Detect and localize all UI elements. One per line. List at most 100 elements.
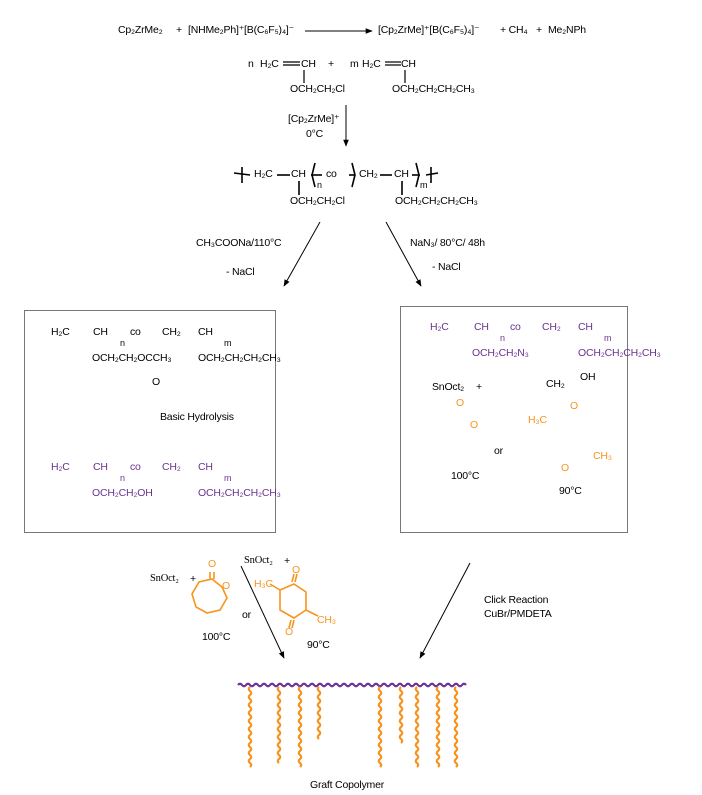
copolymer-m: m (420, 180, 428, 190)
hydroxyl-butyl-substituent: OCH₂CH₂CH₂CH₃ (198, 487, 281, 499)
graft-side-chain (453, 686, 459, 768)
monomer1-substituent: OCH₂CH₂Cl (290, 83, 345, 95)
monomer1-h2c: H₂C (260, 58, 279, 70)
azide-poly-co: co (510, 321, 521, 333)
plus-sign: + (190, 573, 196, 585)
azide-poly-ch-b: CH (578, 321, 593, 333)
click-route-box (400, 306, 628, 533)
copolymer-co: co (326, 168, 337, 180)
azide-conditions: NaN₃/ 80°C/ 48h (410, 237, 485, 249)
graft-side-chain (414, 686, 420, 768)
tin-octoate-label: SnOct₂ (432, 381, 465, 393)
graft-side-chain (316, 686, 322, 740)
or-label: or (494, 445, 503, 457)
azide-poly-m: m (604, 333, 612, 343)
plus-sign: + (476, 381, 482, 393)
monomer2-h2c: H₂C (362, 58, 381, 70)
copolymer-backbone (233, 162, 439, 195)
copolymer-substituent2: OCH₂CH₂CH₂CH₃ (395, 195, 478, 207)
click-catalyst-label: CuBr/PMDETA (484, 608, 552, 620)
acetate-poly-ch-b: CH (198, 326, 213, 338)
copolymer-ch-b: CH (394, 168, 409, 180)
plus-sign: + (176, 24, 182, 36)
plus-sign: + (284, 555, 290, 567)
monomer2-substituent: OCH₂CH₂CH₂CH₃ (392, 83, 475, 95)
acetate-poly-h2c: H₂C (51, 326, 70, 338)
hydroxyl-substituent: OCH₂CH₂OH (92, 487, 153, 499)
monomer2-ch: CH (401, 58, 416, 70)
graft-copolymer-label: Graft Copolymer (310, 779, 385, 791)
acetate-conditions: CH₃COONa/110°C (196, 237, 282, 249)
tin-octoate-label-2: SnOct₂ (244, 555, 273, 566)
methane-product: + CH₄ (500, 24, 528, 36)
propargyl-ch2: CH₂ (546, 378, 565, 390)
monomer-double-bonds (283, 61, 406, 83)
azide-poly-h2c: H₂C (430, 321, 449, 333)
lactide-temperature: 90°C (559, 485, 582, 497)
graft-side-chain (377, 686, 383, 768)
caprolactone-temperature: 100°C (451, 470, 480, 482)
lactide-methyl-2: CH₃ (593, 450, 612, 462)
caprolactone-ring-o: O (222, 580, 230, 592)
hydroxyl-poly-h2c: H₂C (51, 461, 70, 473)
hydroxyl-route-box (24, 310, 276, 533)
arrow-azide-branch (385, 221, 422, 287)
hydroxyl-poly-ch: CH (93, 461, 108, 473)
acetate-carbonyl-o: O (152, 376, 160, 388)
azide-poly-ch: CH (474, 321, 489, 333)
lactide-carbonyl-o2: O (285, 626, 293, 638)
monomer-n: n (248, 58, 254, 70)
graft-side-chain (247, 686, 253, 768)
hydroxyl-poly-ch2: CH₂ (162, 461, 181, 473)
graft-side-chain (276, 686, 282, 764)
acetate-poly-m: m (224, 338, 232, 348)
zirconocene-dimethyl: Cp₂ZrMe₂ (118, 24, 163, 36)
copolymer-substituent1: OCH₂CH₂Cl (290, 195, 345, 207)
azide-poly-ch2: CH₂ (542, 321, 561, 333)
lactide-carbonyl-o1: O (292, 564, 300, 576)
azide-byproduct: - NaCl (432, 261, 461, 273)
lactide-carbonyl-o1: O (570, 400, 578, 412)
arrow-click (419, 562, 471, 659)
arrow-grafting-from (240, 565, 285, 659)
lactide-methyl-2: CH₃ (317, 614, 336, 626)
graft-side-chain (398, 686, 404, 744)
lactide-ring-bottom (269, 573, 319, 629)
azide-poly-n: n (500, 333, 505, 343)
acetate-byproduct: - NaCl (226, 266, 255, 278)
lactide-carbonyl-o2: O (561, 462, 569, 474)
copolymer-ch2: CH₂ (359, 168, 378, 180)
hydroxyl-poly-ch-b: CH (198, 461, 213, 473)
propargyl-oh: OH (580, 371, 596, 383)
zirconocenium-borate: [Cp₂ZrMe]⁺[B(C₆F₅)₄]⁻ (378, 24, 480, 36)
copolymer-ch: CH (291, 168, 306, 180)
hydrolysis-label: Basic Hydrolysis (160, 411, 234, 423)
plus-sign: + (536, 24, 542, 36)
temperature-label: 0°C (306, 128, 324, 140)
lactide-methyl-1: H₃C (528, 414, 547, 426)
click-reaction-label: Click Reaction (484, 594, 549, 606)
caprolactone-carbonyl-o: O (208, 558, 216, 570)
caprolactone-ring-bottom (191, 572, 228, 614)
graft-side-chain (297, 686, 303, 768)
tin-octoate-label: SnOct₂ (150, 573, 179, 584)
caprolactone-ring-o: O (470, 419, 478, 431)
lactide-methyl-1: H₃C (254, 578, 273, 590)
acetate-substituent: OCH₂CH₂OCCH₃ (92, 352, 172, 364)
arrow-acetate-branch (283, 221, 321, 287)
acetate-poly-n: n (120, 338, 125, 348)
catalyst-label: [Cp₂ZrMe]⁺ (288, 113, 340, 125)
graft-copolymer-figure (237, 682, 467, 768)
caprolactone-carbonyl-o: O (456, 397, 464, 409)
butyl-substituent: OCH₂CH₂CH₂CH₃ (198, 352, 281, 364)
plus-sign: + (328, 58, 334, 70)
hydroxyl-poly-co: co (130, 461, 141, 473)
acetate-poly-ch: CH (93, 326, 108, 338)
acetate-poly-ch2: CH₂ (162, 326, 181, 338)
copolymer-n: n (317, 180, 322, 190)
graft-side-chain (435, 686, 441, 768)
hydroxyl-poly-n: n (120, 473, 125, 483)
anilinium-borate: [NHMe₂Ph]⁺[B(C₆F₅)₄]⁻ (188, 24, 294, 36)
monomer-m: m (350, 58, 359, 70)
acetate-poly-co: co (130, 326, 141, 338)
